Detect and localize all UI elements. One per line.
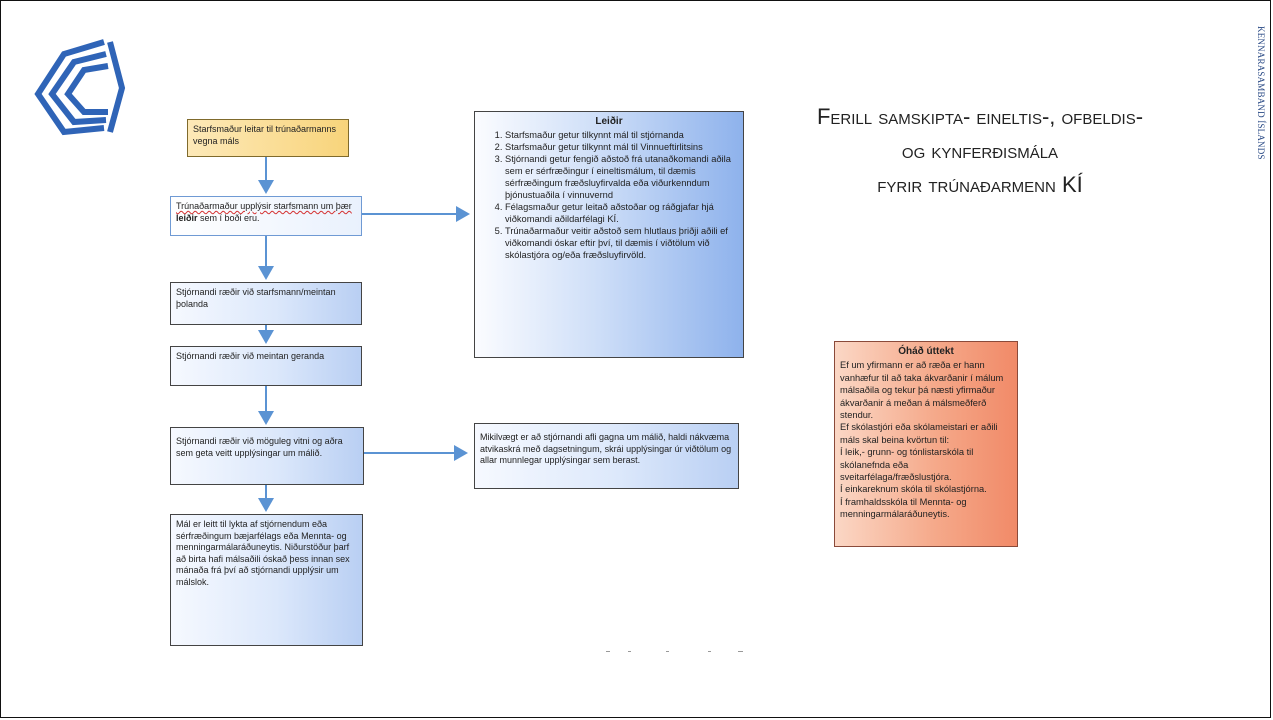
leidir-item: Trúnaðarmaður veitir aðstoð sem hlutlaus… bbox=[505, 225, 737, 261]
ohad-line: Í leik,- grunn- og tónlistarskóla til sk… bbox=[840, 447, 974, 483]
ki-logo bbox=[34, 39, 126, 136]
flow-box-2-text-b: sem í boði eru. bbox=[197, 212, 260, 223]
page-title: Ferill samskipta- eineltis-, ofbeldis- o… bbox=[790, 100, 1170, 202]
flow-box-starfsmadur-leitar: Starfsmaður leitar til trúnaðarmanns veg… bbox=[187, 119, 349, 157]
leidir-item: Stjórnandi getur fengið aðstoð frá utana… bbox=[505, 153, 737, 201]
leidir-box: Leiðir Starfsmaður getur tilkynnt mál ti… bbox=[474, 111, 744, 358]
leidir-list: Starfsmaður getur tilkynnt mál til stjór… bbox=[481, 129, 737, 261]
title-line-3: fyrir trúnaðarmenn KÍ bbox=[877, 172, 1083, 197]
leidir-title: Leiðir bbox=[595, 116, 623, 127]
ohad-line: Ef skólastjóri eða skólameistari er aðil… bbox=[840, 422, 998, 445]
ohad-uttekt-box: Óháð úttekt Ef um yfirmann er að ræða er… bbox=[834, 341, 1018, 547]
flow-box-6-text: Mál er leitt til lykta af stjórnendum eð… bbox=[176, 519, 350, 587]
decorative-dots bbox=[606, 651, 743, 652]
mikilvaegt-box: Mikilvægt er að stjórnandi afli gagna um… bbox=[474, 423, 739, 489]
leidir-item: Starfsmaður getur tilkynnt mál til stjór… bbox=[505, 129, 737, 141]
flow-box-stjornandi-vitni: Stjórnandi ræðir við möguleg vitni og að… bbox=[170, 427, 364, 485]
ohad-line: Í framhaldsskóla til Mennta- og menninga… bbox=[840, 496, 967, 520]
flow-box-stjornandi-geranda: Stjórnandi ræðir við meintan geranda bbox=[170, 346, 362, 386]
ohad-line: Í einkareknum skóla til skólastjórna. bbox=[840, 484, 987, 495]
ohad-line: Ef um yfirmann er að ræða er hann vanhæf… bbox=[840, 360, 1004, 421]
flow-box-2-bold: leiðir bbox=[176, 212, 198, 223]
leidir-item: Starfsmaður getur tilkynnt mál til Vinnu… bbox=[505, 141, 737, 153]
flow-box-1-text: Starfsmaður leitar til trúnaðarmanns veg… bbox=[193, 124, 337, 146]
ohad-title: Óháð úttekt bbox=[898, 346, 954, 357]
mikilvaegt-text: Mikilvægt er að stjórnandi afli gagna um… bbox=[480, 432, 732, 465]
flow-box-stjornandi-tholanda: Stjórnandi ræðir við starfsmann/meintan … bbox=[170, 282, 362, 325]
flow-box-trunadarmadur-upplysir: Trúnaðarmaður upplýsir starfsmann um þær… bbox=[170, 196, 362, 236]
flow-box-mal-leitt-til-lykta: Mál er leitt til lykta af stjórnendum eð… bbox=[170, 514, 363, 646]
flow-box-4-text: Stjórnandi ræðir við meintan geranda bbox=[176, 351, 325, 361]
flow-box-2-text-a: Trúnaðarmaður upplýsir starfsmann um þær bbox=[176, 201, 352, 211]
title-line-2: og kynferðismála bbox=[901, 138, 1059, 163]
flow-box-5-text: Stjórnandi ræðir við möguleg vitni og að… bbox=[176, 436, 343, 458]
flow-box-3-text: Stjórnandi ræðir við starfsmann/meintan … bbox=[176, 287, 336, 309]
title-line-1: Ferill samskipta- eineltis-, ofbeldis- bbox=[816, 104, 1144, 129]
leidir-item: Félagsmaður getur leitað aðstoðar og ráð… bbox=[505, 201, 737, 225]
kennarasamband-label: KENNARASAMBAND ÍSLANDS bbox=[1256, 26, 1266, 160]
